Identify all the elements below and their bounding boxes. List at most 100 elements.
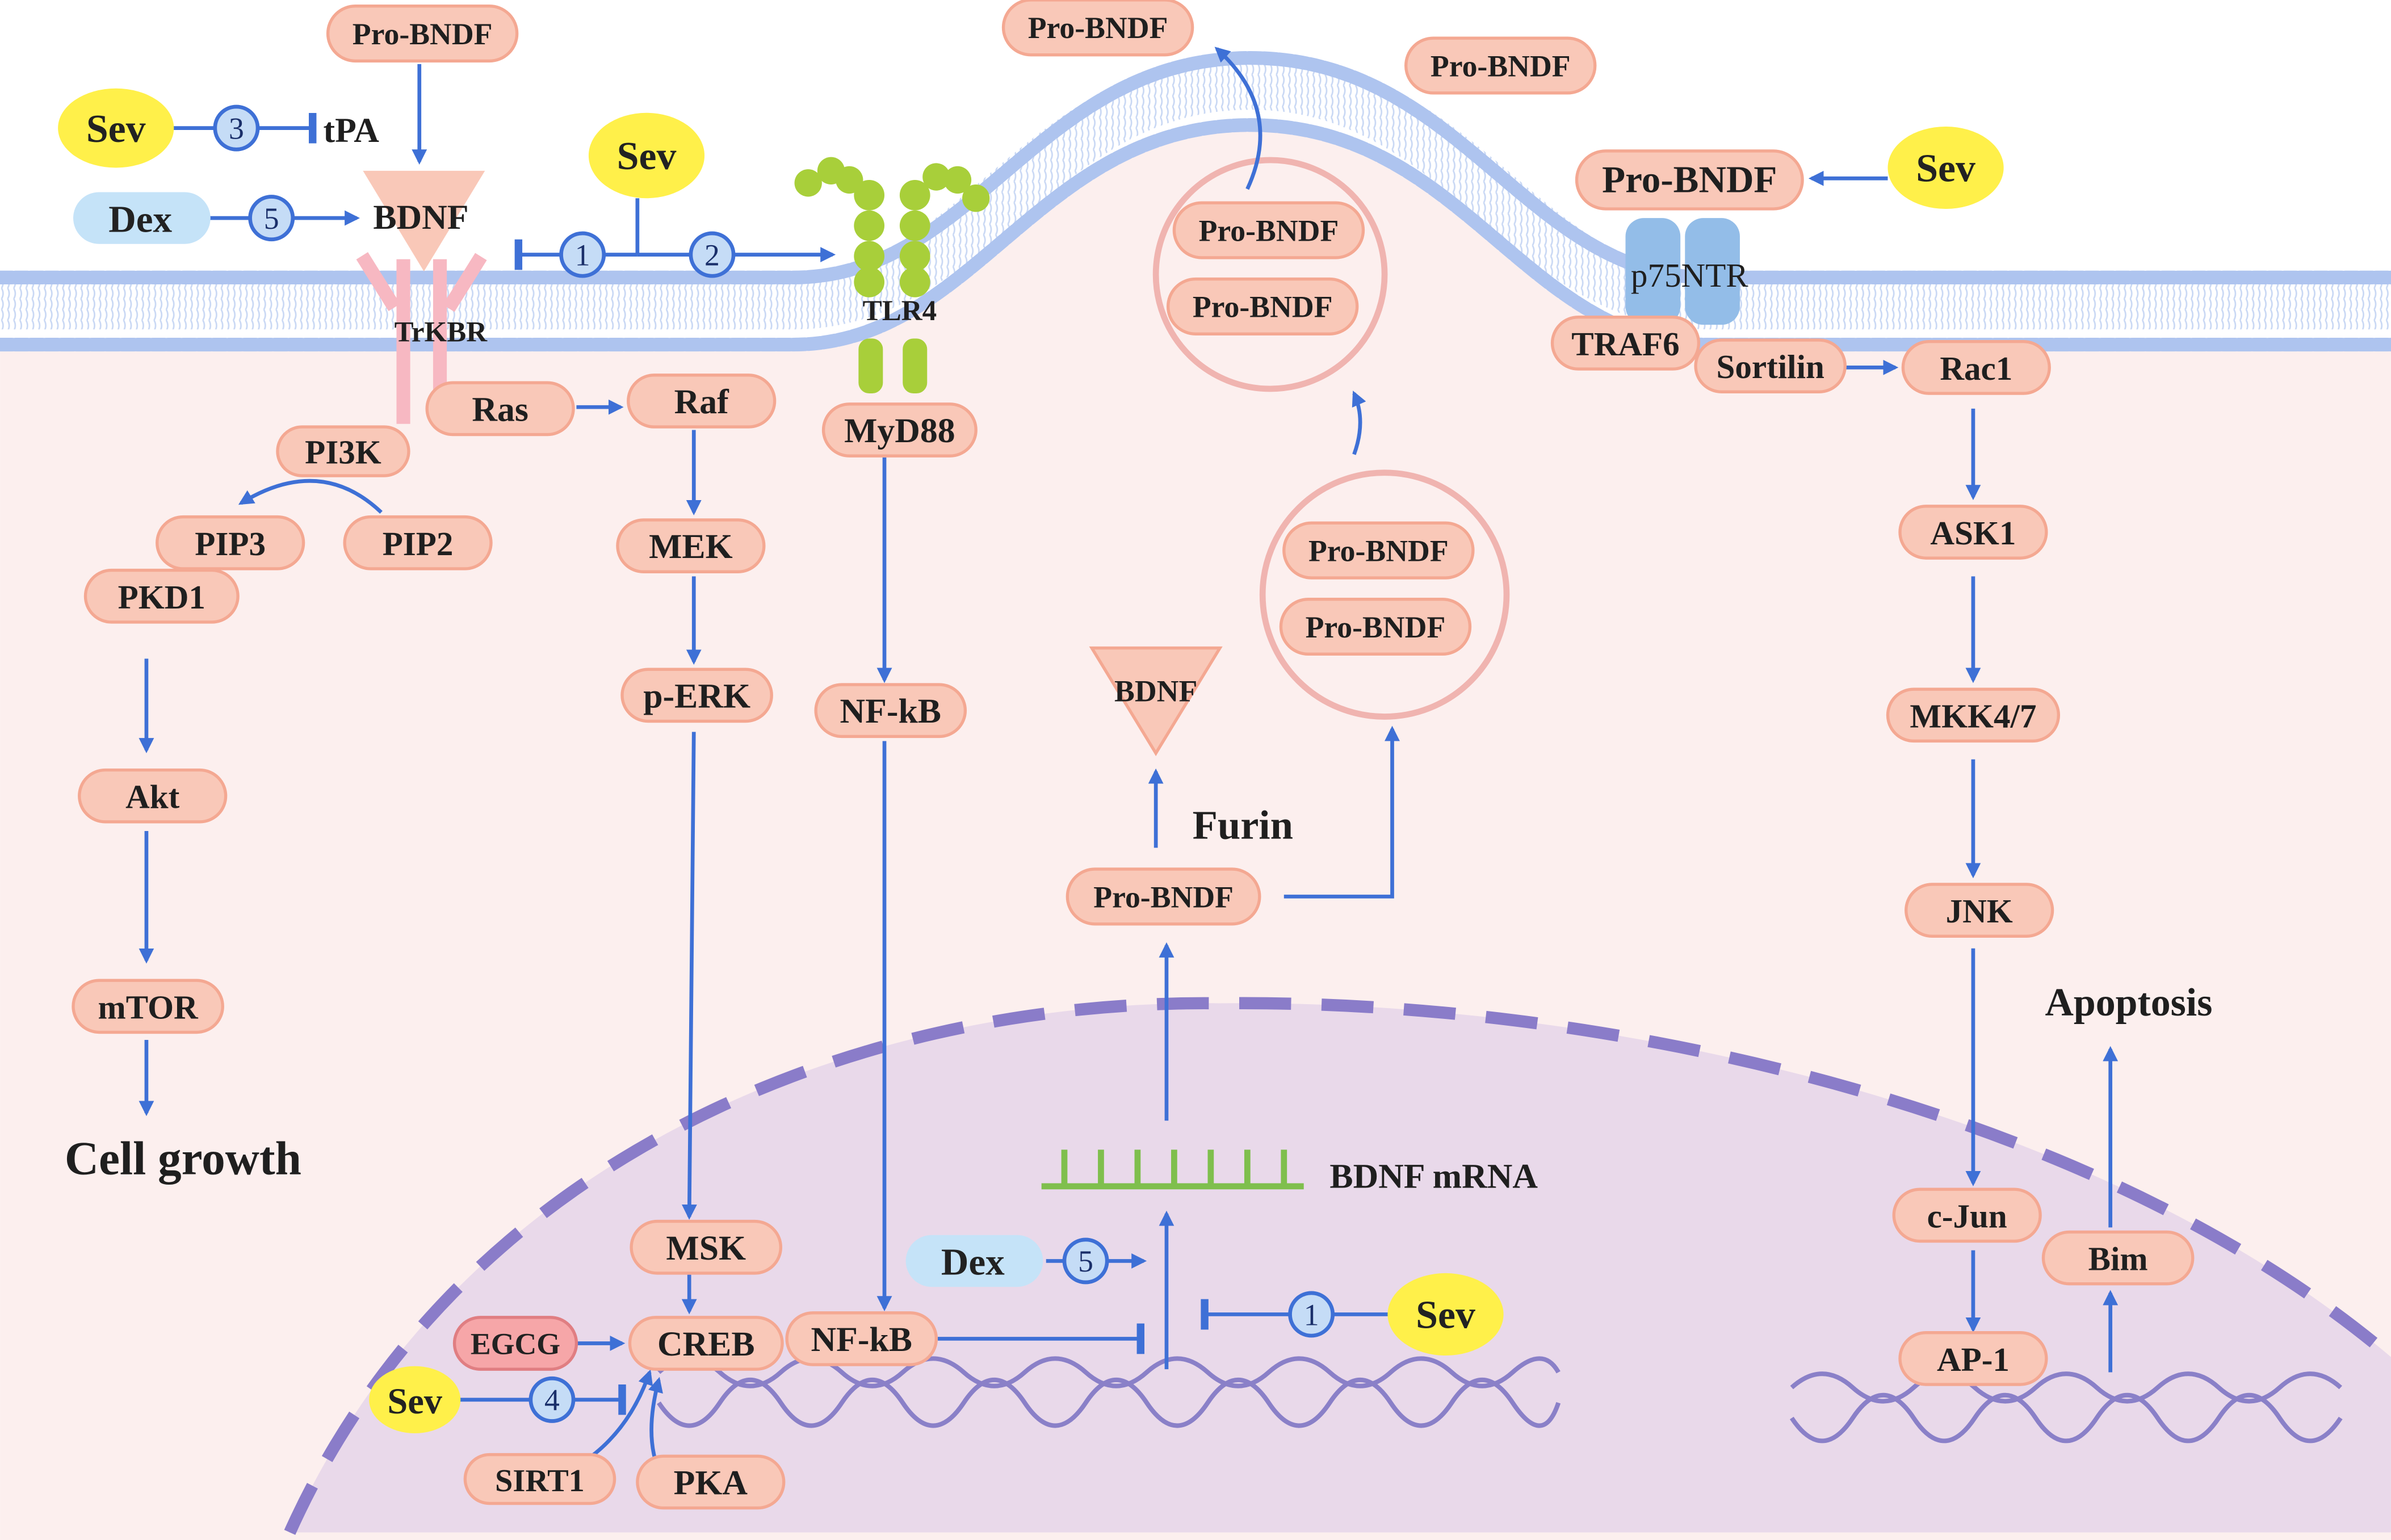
node-label: p-ERK [643,677,750,715]
pka-node: PKA [636,1454,786,1510]
sev-agent: Sev [1887,126,2004,209]
creb-node: CREB [628,1316,784,1371]
tlr4-label: TLR4 [863,295,937,327]
node-label: Pro-BNDF [1306,610,1446,644]
mechanism-badge-1: 1 [559,231,606,278]
pip2-to-pip3 [238,479,383,514]
mechanism-badge-2: 2 [689,231,736,278]
cell-membrane [0,51,2391,352]
trkbr-label: TrKBR [395,317,488,349]
node-label: Sortilin [1716,348,1824,385]
node-label: MKK4/7 [1910,697,2036,735]
pkd1-node: PKD1 [83,568,240,624]
mek-node: MEK [616,518,766,573]
node-label: Raf [674,383,729,421]
bdnf-ligand-triangle [363,170,485,272]
sev-agent: Sev [588,112,705,199]
dex-label: Dex [108,198,172,240]
node-label: Ras [472,390,528,429]
p75ntr-label: p75NTR [1631,257,1748,294]
sirt1-to-creb [590,1369,653,1458]
sev-label: Sev [1916,147,1975,191]
mechanism-number: 1 [575,238,590,272]
cjun-node: c-Jun [1892,1187,2042,1243]
mechanism-badge-3: 3 [213,104,260,152]
mechanism-number: 2 [704,238,720,272]
node-label: Pro-BNDF [1193,290,1333,324]
pi3k-node: PI3K [276,425,410,477]
mechanism-number: 1 [1304,1298,1319,1332]
node-label: Pro-BNDF [353,17,493,51]
mechanism-number: 5 [264,202,279,236]
mechanism-number: 4 [544,1383,560,1417]
mkk47-node: MKK4/7 [1886,687,2061,743]
mtor-node: mTOR [72,979,224,1034]
node-label: MyD88 [844,412,955,450]
pro-bndf-node: Pro-BNDF [326,5,519,63]
node-label: PKD1 [118,578,205,616]
node-label: mTOR [98,988,199,1026]
mechanism-number: 5 [1078,1244,1093,1278]
sortilin-node: Sortilin [1694,338,1847,394]
node-label: PIP3 [195,525,266,563]
node-label: NF-kB [811,1320,912,1359]
node-label: Pro-BNDF [1199,213,1339,247]
mechanism-badge-4: 4 [528,1376,576,1423]
arrow-perk-msk [681,732,697,1220]
p75ntr-receptor [1625,218,1740,325]
msk-node: MSK [630,1219,783,1275]
node-label: c-Jun [1927,1197,2007,1235]
pro-bndf-node: Pro-BNDF [1575,149,1804,211]
dex-label: Dex [941,1241,1005,1283]
bim-node: Bim [2041,1230,2195,1286]
node-label: NF-kB [840,692,941,731]
mechanism-badge-5: 5 [248,195,295,242]
furin-label: Furin [1193,802,1293,847]
nfkb-nuclear-node: NF-kB [785,1311,938,1366]
sev-label: Sev [86,107,146,151]
egcg-label: EGCG [471,1327,560,1361]
myd88-node: MyD88 [821,402,978,458]
mature-bdnf-label: BDNF [1114,674,1197,708]
sev-label: Sev [387,1381,442,1421]
node-label: ASK1 [1930,514,2016,552]
secretory-vesicle-lower [1259,469,1510,720]
pro-bndf-node: Pro-BNDF [1001,0,1194,57]
mechanism-number: 3 [229,111,244,145]
secretory-vesicle-upper [1152,157,1388,392]
node-label: CREB [657,1325,755,1363]
sev-label: Sev [617,135,677,178]
sev-agent: Sev [58,88,174,168]
sev-agent: Sev [369,1366,461,1433]
arrow-probdnf-vesicle [1283,725,1400,899]
sev-agent: Sev [1387,1273,1504,1356]
node-label: MEK [649,527,733,566]
sev-label: Sev [1416,1294,1475,1337]
arrow-vesicle-to-vesicle [1352,391,1366,455]
raf-node: Raf [627,374,777,429]
node-label: PIP2 [383,525,454,563]
bdnf-mrna-strand [1041,1149,1304,1190]
perk-node: p-ERK [620,668,773,723]
cell-growth-label: Cell growth [65,1132,301,1185]
node-label: PKA [674,1463,748,1502]
node-label: Akt [125,778,180,816]
tpa-label: tPA [324,111,380,150]
node-label: PI3K [305,434,381,471]
pro-bndf-node: Pro-BNDF [1166,277,1359,335]
node-label: Pro-BNDF [1602,158,1777,200]
node-label: Pro-BNDF [1028,11,1168,45]
ras-node: Ras [425,381,575,437]
dna-helix-right [1789,1371,2343,1444]
ask1-node: ASK1 [1898,505,2048,560]
mature-bdnf-triangle [1089,646,1223,757]
dex-agent: Dex [73,192,211,244]
pro-bndf-node: Pro-BNDF [1404,36,1597,95]
nuclear-envelope [284,997,2391,1535]
node-label: Pro-BNDF [1308,534,1449,568]
jnk-node: JNK [1905,883,2054,938]
mechanism-badge-1: 1 [1288,1291,1335,1338]
rac1-node: Rac1 [1901,340,2051,395]
nfkb-node: NF-kB [814,683,967,738]
bdnf-label: BDNF [373,198,468,237]
